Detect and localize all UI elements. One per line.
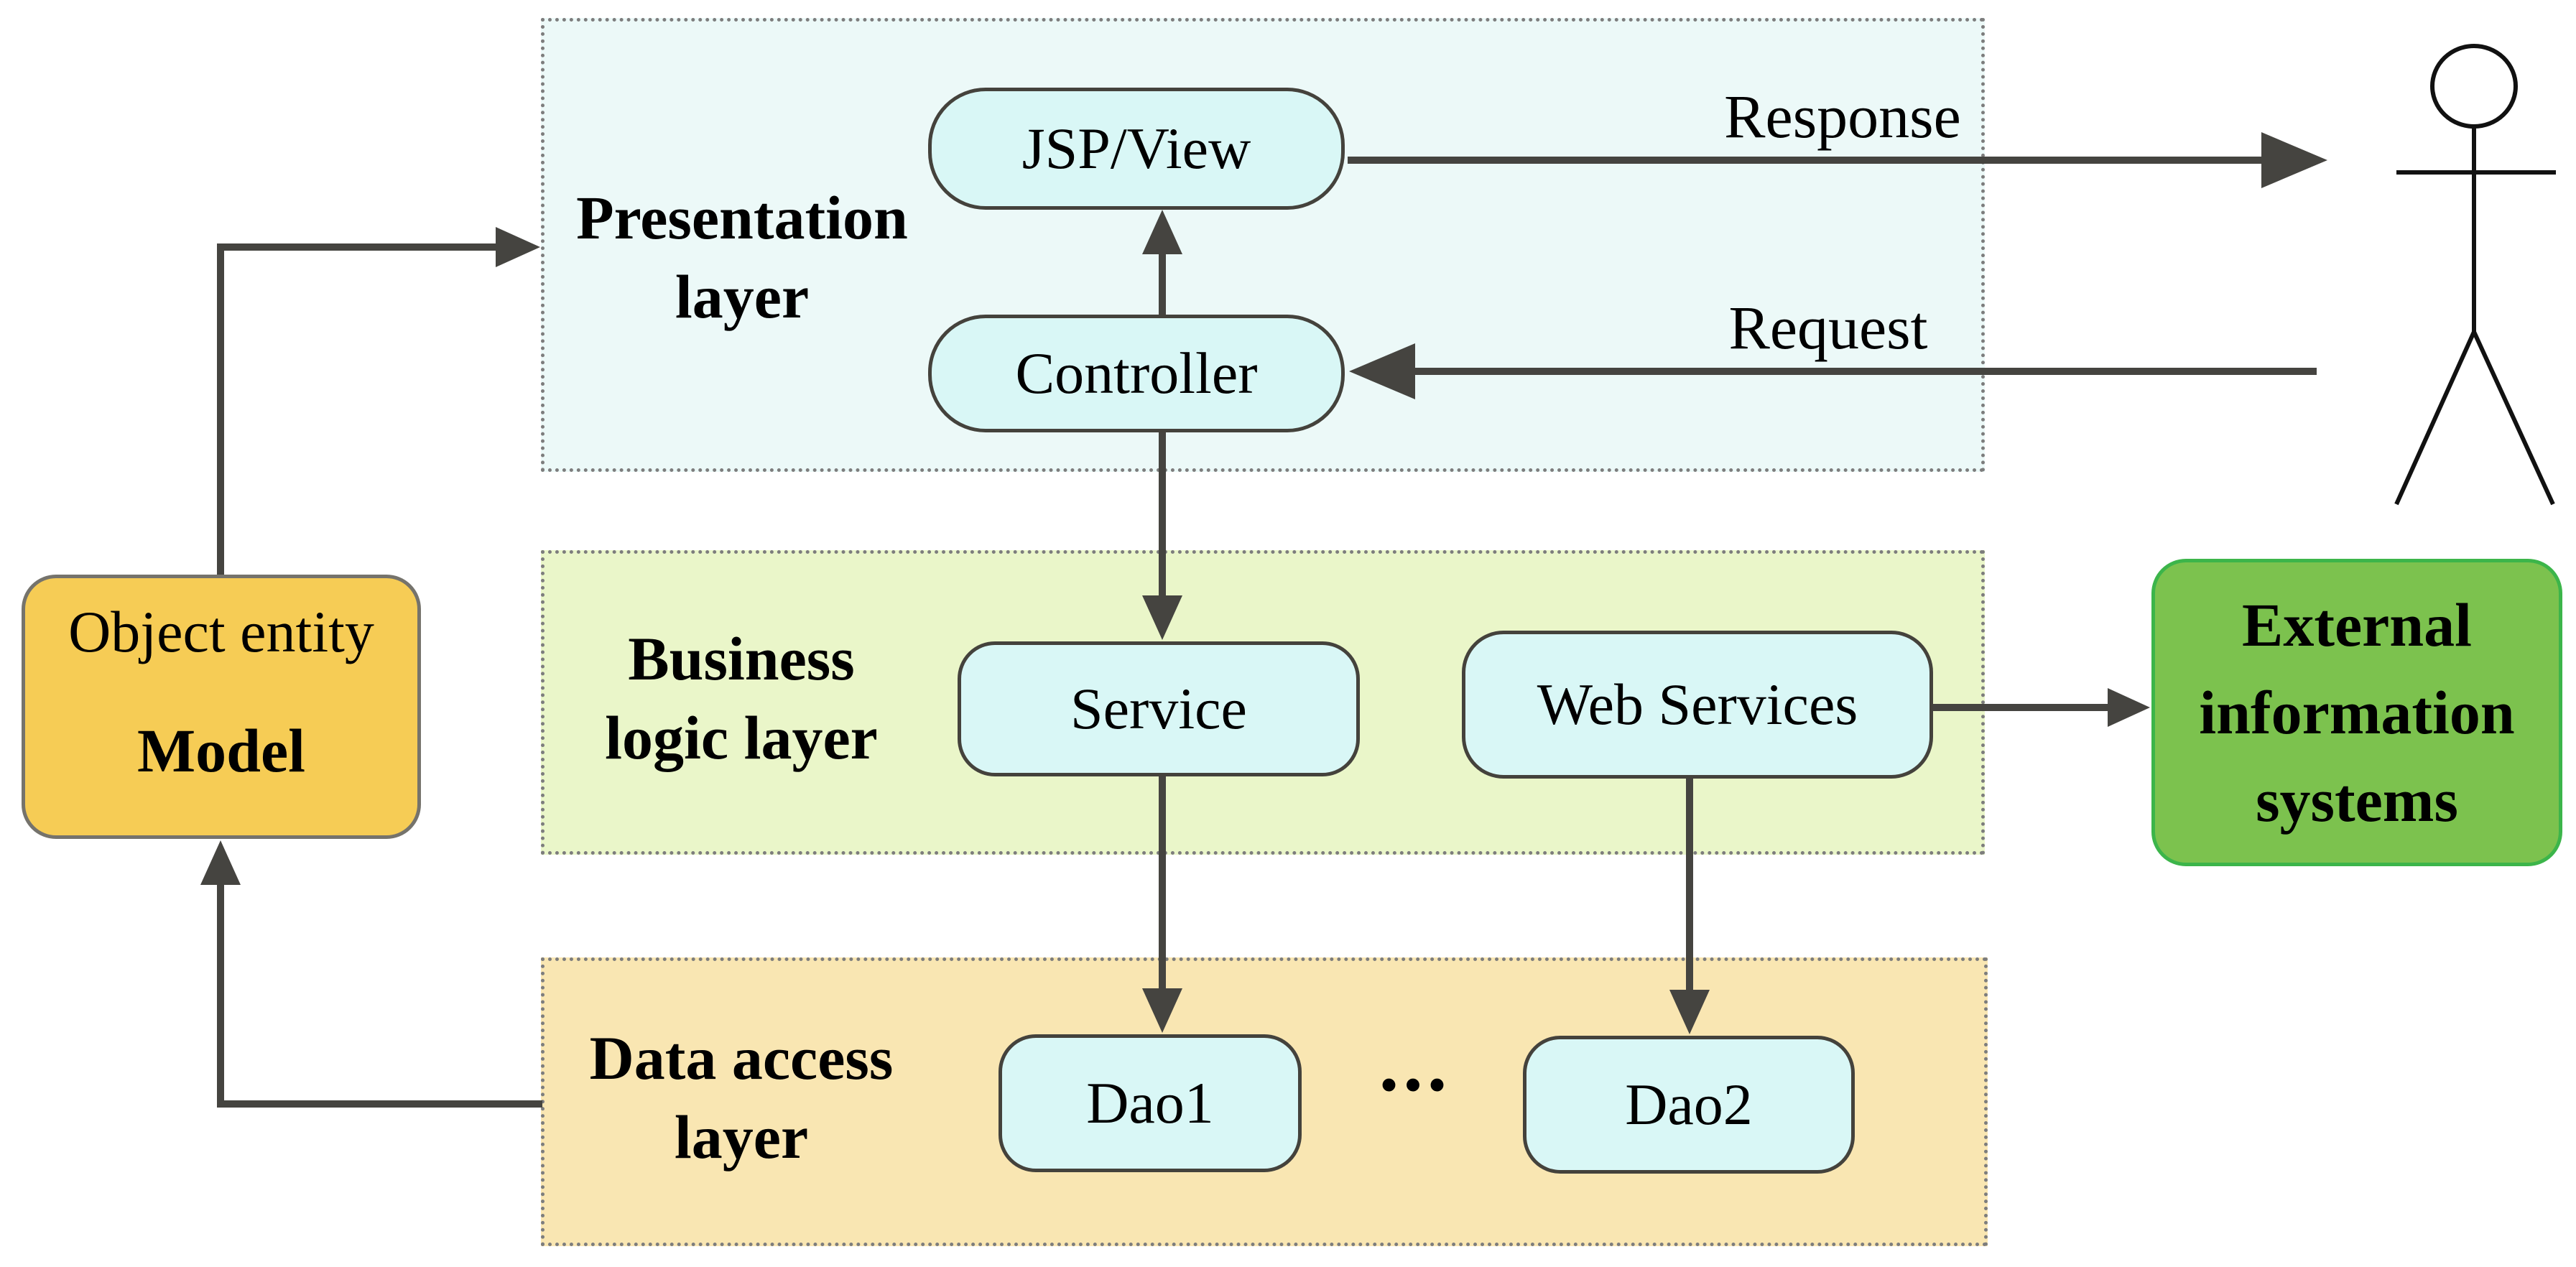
web-services-node: Web Services [1462, 631, 1933, 779]
dao-ellipsis: ... [1379, 1020, 1452, 1108]
dao1-node: Dao1 [999, 1034, 1302, 1172]
request-edge-label: Request [1728, 293, 1928, 362]
external-box-line2: information [2199, 677, 2515, 747]
external-information-systems-box: External information systems [2151, 559, 2562, 866]
controller-node-label: Controller [1015, 340, 1258, 406]
jsp-view-node-label: JSP/View [1021, 116, 1251, 181]
presentation-layer-label-line2: layer [675, 262, 810, 332]
dao1-node-label: Dao1 [1086, 1070, 1214, 1136]
presentation-layer-label: Presentation layer [527, 178, 958, 336]
external-box-line1: External [2241, 590, 2473, 659]
model-label: Model [136, 716, 306, 785]
business-logic-layer-label: Business logic layer [526, 619, 957, 777]
service-node-label: Service [1070, 676, 1247, 741]
object-entity-label: Object entity [68, 599, 374, 664]
dao2-node: Dao2 [1523, 1036, 1855, 1174]
response-edge-label: Response [1724, 82, 1961, 151]
business-logic-layer-label-line2: logic layer [605, 703, 878, 773]
external-box-line3: systems [2256, 766, 2458, 835]
business-logic-layer-label-line1: Business [628, 624, 855, 693]
presentation-layer-label-line1: Presentation [576, 183, 908, 252]
jsp-view-node: JSP/View [928, 88, 1345, 210]
data-access-layer-label-line1: Data access [589, 1024, 894, 1092]
user-actor-icon [2394, 44, 2556, 506]
arrow-model-to-presentation [217, 227, 540, 575]
service-node: Service [958, 641, 1360, 776]
data-access-layer-label-line2: layer [674, 1103, 809, 1172]
web-services-node-label: Web Services [1537, 672, 1858, 737]
object-entity-model-box: Object entity Model [22, 575, 421, 839]
data-access-layer-label: Data access layer [526, 1018, 957, 1176]
controller-node: Controller [928, 315, 1345, 432]
arrow-dataaccess-to-model [200, 840, 542, 1108]
dao2-node-label: Dao2 [1625, 1072, 1753, 1137]
